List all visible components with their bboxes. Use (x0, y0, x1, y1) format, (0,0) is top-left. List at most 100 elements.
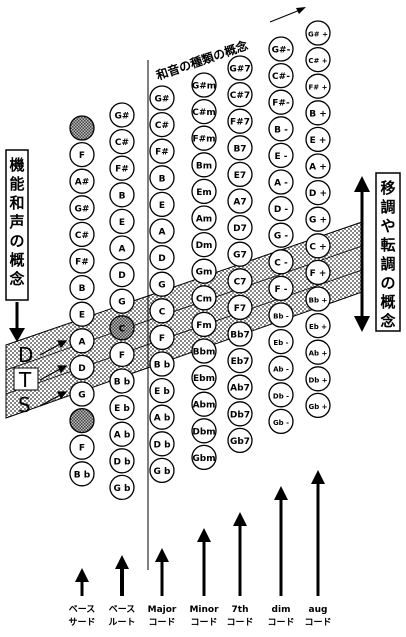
button-dim[interactable]: F#- (268, 89, 294, 115)
button-dim[interactable]: B - (268, 116, 294, 142)
button-minor[interactable]: Em (191, 178, 217, 205)
button-dim[interactable]: Gb - (268, 408, 294, 435)
button-seventh[interactable]: Ab7 (227, 374, 253, 400)
button-dim[interactable]: A - (268, 169, 294, 195)
button-major[interactable]: E (149, 191, 175, 218)
button-aug[interactable]: C# + (305, 46, 331, 73)
button-dim[interactable]: Bb - (268, 302, 294, 328)
button-major[interactable]: C# (149, 111, 175, 138)
button-bass-root[interactable]: B b (109, 368, 135, 394)
button-aug[interactable]: F + (305, 259, 331, 286)
button-major[interactable]: B (149, 165, 175, 191)
button-bass-third[interactable]: F (69, 434, 95, 460)
button-minor[interactable]: Dbm (191, 418, 217, 444)
button-aug[interactable]: Eb + (305, 312, 331, 339)
button-aug[interactable]: G# + (305, 20, 331, 46)
button-bass-root[interactable]: E (109, 208, 135, 235)
button-aug[interactable]: C + (305, 233, 331, 259)
button-bass-root[interactable]: G b (109, 474, 135, 501)
button-major[interactable]: B b (149, 351, 175, 377)
button-bass-root[interactable]: B (109, 182, 135, 208)
button-aug[interactable]: A + (305, 153, 331, 179)
button-bass-third[interactable]: D (69, 354, 95, 381)
button-minor[interactable]: F#m (191, 125, 217, 151)
button-minor[interactable]: Bbm (191, 338, 217, 364)
button-aug[interactable]: G + (305, 206, 331, 232)
button-major[interactable]: A (149, 218, 175, 244)
button-major[interactable]: G# (149, 85, 175, 111)
button-bass-root[interactable]: A (109, 235, 135, 261)
button-aug[interactable]: D + (305, 179, 331, 206)
button-bass-third[interactable] (69, 115, 95, 141)
button-minor[interactable]: Abm (191, 391, 217, 417)
button-dim[interactable]: E - (268, 142, 294, 169)
button-minor[interactable]: Ebm (191, 364, 217, 391)
button-bass-third[interactable]: F# (69, 248, 95, 274)
button-dim[interactable]: G - (268, 222, 294, 248)
button-bass-third[interactable]: E (69, 301, 95, 327)
button-major[interactable]: C (149, 298, 175, 324)
button-bass-root[interactable]: G# (109, 102, 135, 128)
button-bass-third[interactable]: B (69, 274, 95, 301)
button-bass-root[interactable]: G (109, 288, 135, 314)
button-seventh[interactable]: Bb7 (227, 321, 253, 347)
button-aug[interactable]: Db + (305, 366, 331, 392)
button-minor[interactable]: Gm (191, 258, 217, 284)
button-seventh[interactable]: C#7 (227, 81, 253, 108)
button-seventh[interactable]: B7 (227, 135, 253, 161)
button-bass-third[interactable]: A (69, 328, 95, 354)
button-bass-root[interactable]: D (109, 261, 135, 288)
button-minor[interactable]: Dm (191, 231, 217, 258)
button-minor[interactable]: Am (191, 205, 217, 231)
button-major[interactable]: F (149, 324, 175, 351)
button-bass-root[interactable]: C (109, 315, 135, 341)
button-aug[interactable]: Gb + (305, 392, 331, 419)
button-aug[interactable]: Ab + (305, 339, 331, 365)
button-bass-third[interactable]: B b (69, 461, 95, 487)
button-seventh[interactable]: F#7 (227, 108, 253, 134)
button-bass-third[interactable]: F (69, 141, 95, 168)
button-bass-root[interactable]: F (109, 341, 135, 368)
button-seventh[interactable]: Eb7 (227, 347, 253, 374)
button-major[interactable]: G (149, 271, 175, 297)
button-major[interactable]: A b (149, 404, 175, 430)
button-seventh[interactable]: G#7 (227, 55, 253, 81)
button-dim[interactable]: Ab - (268, 355, 294, 381)
button-aug[interactable]: E + (305, 126, 331, 153)
button-bass-third[interactable] (69, 407, 95, 434)
button-minor[interactable]: Bm (191, 152, 217, 178)
button-dim[interactable]: Db - (268, 382, 294, 408)
button-bass-root[interactable]: F# (109, 155, 135, 181)
button-seventh[interactable]: Db7 (227, 401, 253, 427)
button-dim[interactable]: Eb - (268, 328, 294, 355)
button-seventh[interactable]: E7 (227, 161, 253, 188)
button-aug[interactable]: F# + (305, 73, 331, 99)
button-minor[interactable]: Gbm (191, 444, 217, 471)
button-dim[interactable]: C - (268, 249, 294, 275)
button-dim[interactable]: G#- (268, 36, 294, 62)
button-bass-root[interactable]: A b (109, 421, 135, 447)
button-aug[interactable]: Bb + (305, 286, 331, 312)
button-dim[interactable]: F - (268, 275, 294, 302)
button-bass-third[interactable]: G# (69, 195, 95, 221)
button-seventh[interactable]: D7 (227, 214, 253, 241)
button-dim[interactable]: C#- (268, 62, 294, 89)
button-seventh[interactable]: C7 (227, 268, 253, 294)
button-minor[interactable]: G#m (191, 72, 217, 98)
button-seventh[interactable]: G7 (227, 241, 253, 267)
button-major[interactable]: D b (149, 431, 175, 457)
button-seventh[interactable]: Gb7 (227, 427, 253, 454)
button-major[interactable]: G b (149, 457, 175, 484)
button-aug[interactable]: B + (305, 100, 331, 126)
button-major[interactable]: E b (149, 377, 175, 404)
button-bass-root[interactable]: D b (109, 448, 135, 474)
button-bass-root[interactable]: C# (109, 128, 135, 155)
button-minor[interactable]: C#m (191, 98, 217, 125)
button-minor[interactable]: Cm (191, 285, 217, 311)
button-bass-third[interactable]: G (69, 381, 95, 407)
button-bass-third[interactable]: A# (69, 168, 95, 194)
button-major[interactable]: D (149, 244, 175, 271)
button-seventh[interactable]: A7 (227, 188, 253, 214)
button-minor[interactable]: Fm (191, 311, 217, 338)
button-dim[interactable]: D - (268, 195, 294, 222)
